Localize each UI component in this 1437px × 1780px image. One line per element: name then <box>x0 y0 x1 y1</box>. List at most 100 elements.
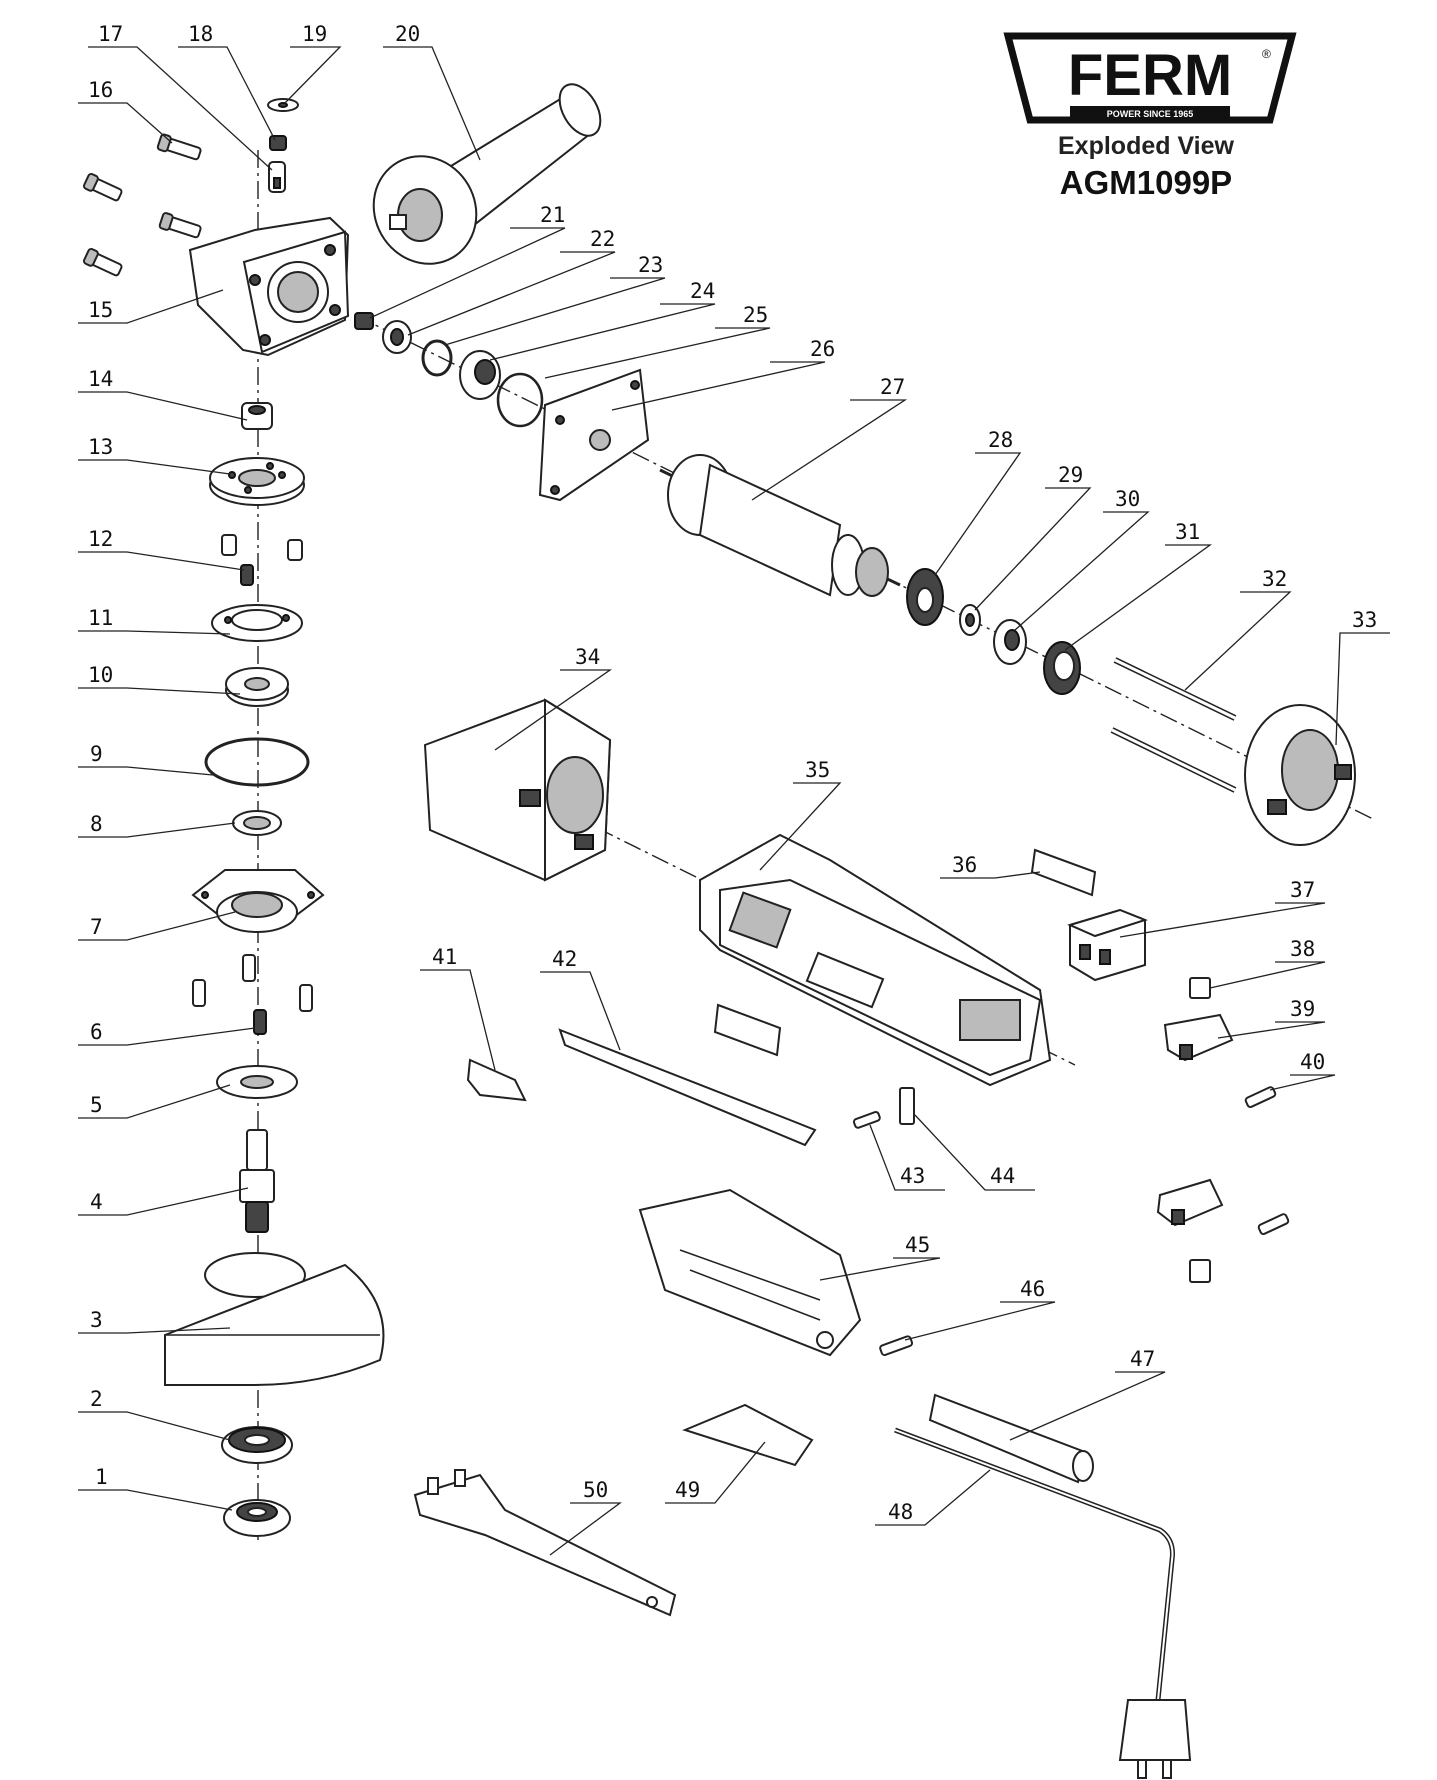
part-switch-37 <box>1067 908 1148 982</box>
part-callout-46: 46 <box>904 1277 1056 1341</box>
part-callout-17: 17 <box>88 22 273 171</box>
part-inner-flange-1 <box>223 1499 291 1537</box>
part-number: 22 <box>590 227 615 251</box>
part-number: 2 <box>90 1387 103 1411</box>
part-callout-1: 1 <box>78 1465 233 1511</box>
part-callout-47: 47 <box>1009 1347 1166 1441</box>
part-cable-sleeve-47 <box>928 1393 1094 1484</box>
part-callout-24: 24 <box>489 279 715 361</box>
part-number: 46 <box>1020 1277 1045 1301</box>
part-callout-25: 25 <box>544 303 771 379</box>
brand-registered-mark: ® <box>1262 47 1271 61</box>
part-number: 49 <box>675 1478 700 1502</box>
part-gear-housing-15 <box>188 216 350 357</box>
part-number: 6 <box>90 1020 103 1044</box>
part-callout-48: 48 <box>875 1469 991 1526</box>
part-number: 20 <box>395 22 420 46</box>
part-callout-7: 7 <box>78 911 236 941</box>
part-motor-housing-35 <box>699 833 1052 1087</box>
part-number: 13 <box>88 435 113 459</box>
part-number: 30 <box>1115 487 1140 511</box>
part-callout-26: 26 <box>611 337 835 411</box>
part-power-cord-48 <box>894 1427 1192 1779</box>
part-number: 23 <box>638 253 663 277</box>
part-number: 3 <box>90 1308 103 1332</box>
part-wheel-guard-3 <box>164 1252 385 1386</box>
part-number: 47 <box>1130 1347 1155 1371</box>
part-brush-39 <box>1156 1013 1234 1227</box>
part-number: 48 <box>888 1500 913 1524</box>
part-callout-49: 49 <box>665 1441 766 1504</box>
part-callout-33: 33 <box>1335 608 1390 746</box>
part-pin-spanner-50 <box>413 1469 677 1617</box>
part-callout-28: 28 <box>934 428 1022 576</box>
part-clip-38 <box>1189 977 1211 999</box>
part-screws-6 <box>192 954 313 1035</box>
part-number: 24 <box>690 279 715 303</box>
part-number: 44 <box>990 1164 1015 1188</box>
part-number: 11 <box>88 606 113 630</box>
part-number: 45 <box>905 1233 930 1257</box>
part-number: 19 <box>302 22 327 46</box>
part-number: 1 <box>95 1465 108 1489</box>
part-bearing-31 <box>1043 641 1081 695</box>
part-callout-43: 43 <box>869 1124 945 1191</box>
part-stator-34 <box>423 698 612 882</box>
part-callout-50: 50 <box>549 1478 622 1556</box>
part-callout-29: 29 <box>974 463 1092 611</box>
part-bearing-plate-26 <box>538 368 650 502</box>
part-number: 16 <box>88 78 113 102</box>
part-circlip-9 <box>204 737 310 787</box>
model-number: AGM1099P <box>1060 164 1232 201</box>
part-flange-13 <box>209 457 305 506</box>
part-brush-holder-33 <box>1244 704 1356 846</box>
part-callout-21: 21 <box>369 203 565 319</box>
part-callout-39: 39 <box>1217 997 1326 1039</box>
part-callout-9: 9 <box>78 742 214 776</box>
part-callout-5: 5 <box>78 1084 231 1119</box>
part-manual-49 <box>682 1403 814 1467</box>
part-spindle-4 <box>239 1129 275 1233</box>
part-gear-28 <box>906 568 944 626</box>
part-number: 35 <box>805 758 830 782</box>
part-switch-button-41 <box>466 1058 527 1102</box>
part-outer-flange-2 <box>221 1426 293 1464</box>
part-callout-16: 16 <box>78 78 173 144</box>
part-screw-40 <box>1244 1086 1290 1235</box>
part-callout-10: 10 <box>78 663 241 695</box>
part-number: 41 <box>432 945 457 969</box>
part-switch-rod-42 <box>558 1028 817 1147</box>
part-callout-20: 20 <box>383 22 481 161</box>
part-number: 12 <box>88 527 113 551</box>
part-callout-31: 31 <box>1064 520 1213 651</box>
part-callout-12: 12 <box>78 527 245 571</box>
part-screw-46 <box>879 1335 914 1357</box>
part-callout-3: 3 <box>78 1308 231 1334</box>
part-callout-45: 45 <box>819 1233 941 1281</box>
part-side-handle-20 <box>372 83 602 265</box>
part-number: 9 <box>90 742 103 766</box>
part-number: 25 <box>743 303 768 327</box>
part-axis-small-parts-21-25 <box>354 312 544 428</box>
part-label-36 <box>1030 848 1097 897</box>
part-callout-37: 37 <box>1119 878 1326 938</box>
part-number: 40 <box>1300 1050 1325 1074</box>
part-callout-40: 40 <box>1269 1050 1336 1091</box>
part-callout-44: 44 <box>914 1114 1035 1191</box>
part-spindle-lock-17-19 <box>267 98 299 193</box>
part-callout-19: 19 <box>284 22 342 104</box>
part-callout-4: 4 <box>78 1187 249 1216</box>
part-number: 17 <box>98 22 123 46</box>
part-number: 34 <box>575 645 600 669</box>
part-callout-11: 11 <box>78 606 231 635</box>
part-number: 5 <box>90 1093 103 1117</box>
part-number: 42 <box>552 947 577 971</box>
part-callout-35: 35 <box>759 758 842 871</box>
part-number: 27 <box>880 375 905 399</box>
part-rods-32 <box>1110 657 1237 793</box>
part-armature-27 <box>659 454 901 597</box>
part-callout-36: 36 <box>940 853 1041 879</box>
part-bearing-14 <box>241 402 273 430</box>
part-number: 7 <box>90 915 103 939</box>
part-number: 36 <box>952 853 977 877</box>
